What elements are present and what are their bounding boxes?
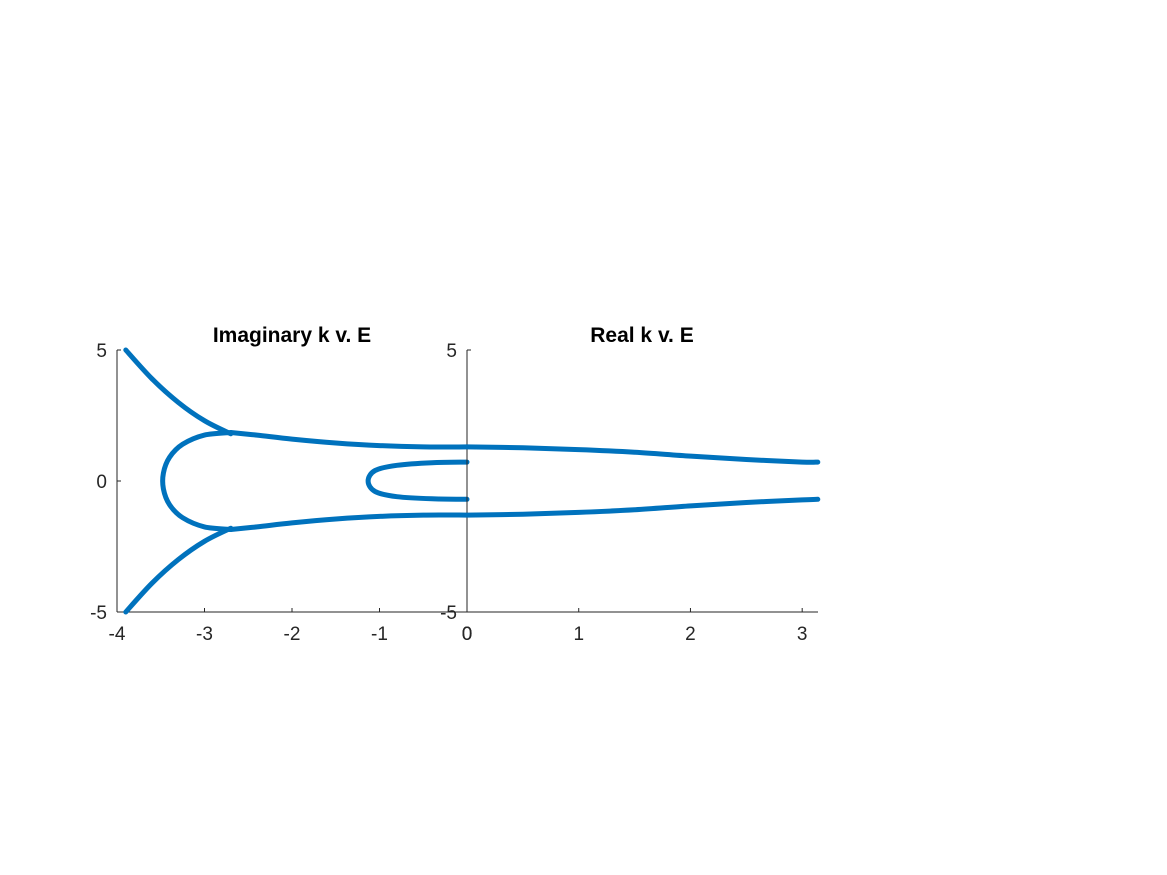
real-k-plot: Real k v. E 0 1 2 3 -5 5	[440, 324, 821, 645]
imaginary-k-xtick-label: -3	[196, 624, 213, 645]
imaginary-k-xtick-label: -4	[109, 624, 126, 645]
real-k-ticks: 0 1 2 3 -5 5	[440, 341, 807, 645]
real-k-series	[464, 444, 821, 518]
real-k-ytick-label: -5	[440, 603, 457, 624]
imaginary-k-curve	[365, 459, 470, 502]
real-k-xtick-label: 1	[573, 624, 584, 645]
imaginary-k-curve	[123, 347, 234, 437]
real-k-title: Real k v. E	[590, 324, 694, 347]
real-k-ytick-label: 5	[446, 341, 457, 362]
imaginary-k-xtick-label: -2	[284, 624, 301, 645]
real-k-xtick-label: 0	[462, 624, 473, 645]
imaginary-k-ytick-label: 5	[96, 341, 107, 362]
imaginary-k-ytick-label: -5	[90, 603, 107, 624]
real-k-xtick-label: 2	[685, 624, 696, 645]
imaginary-k-curve	[160, 430, 234, 532]
imaginary-k-curve	[228, 512, 470, 532]
imaginary-k-series	[123, 347, 470, 615]
real-k-curve	[464, 496, 821, 518]
imaginary-k-curve	[123, 525, 234, 615]
imaginary-k-title: Imaginary k v. E	[213, 324, 371, 347]
imaginary-k-ytick-label: 0	[96, 472, 107, 493]
real-k-curve	[464, 444, 821, 465]
imaginary-k-xtick-label: -1	[371, 624, 388, 645]
imaginary-k-curve	[228, 430, 470, 450]
imaginary-k-xtick-label: 0	[462, 624, 473, 645]
real-k-xtick-label: 3	[797, 624, 808, 645]
